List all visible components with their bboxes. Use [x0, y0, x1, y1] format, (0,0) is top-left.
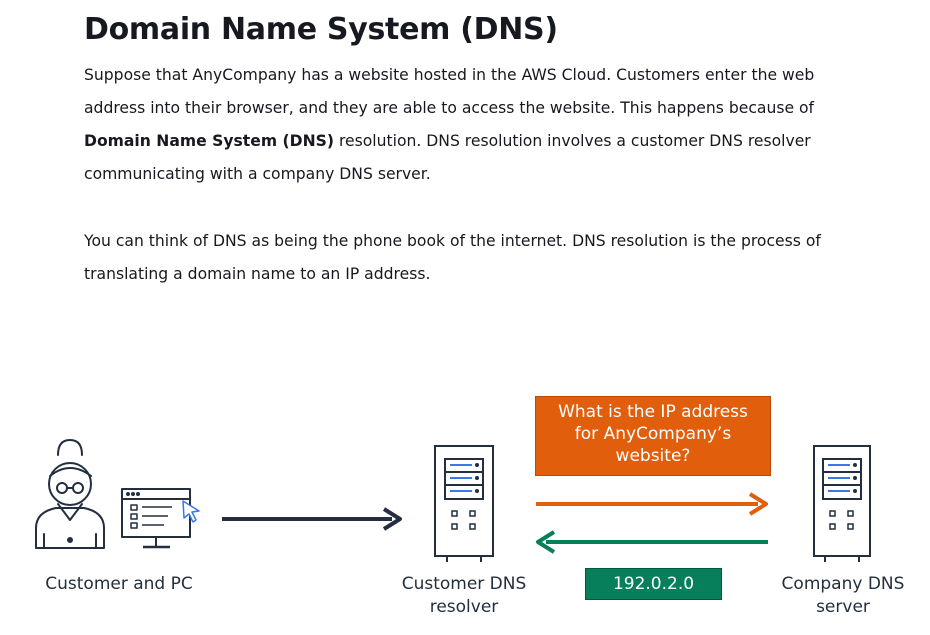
- request-arrow: [536, 492, 768, 516]
- page-title: Domain Name System (DNS): [84, 12, 558, 47]
- customer-to-resolver-arrow: [222, 507, 402, 531]
- ip-answer-box: 192.0.2.0: [585, 568, 722, 600]
- server-label: Company DNS server: [764, 573, 922, 619]
- dns-query-line-3: website?: [615, 446, 691, 466]
- server-label-line-2: server: [816, 597, 870, 617]
- dns-query-line-2: for AnyCompany’s: [574, 424, 732, 444]
- pc-monitor-icon: [121, 488, 191, 549]
- resolver-server-icon: [434, 445, 494, 562]
- company-server-icon: [813, 445, 871, 562]
- dns-bold-term: Domain Name System (DNS): [84, 132, 334, 150]
- phonebook-paragraph: You can think of DNS as being the phone …: [84, 232, 821, 283]
- resolver-label-line-1: Customer DNS: [401, 574, 527, 594]
- mouse-cursor-icon: [182, 500, 200, 523]
- dns-query-box: What is the IP address for AnyCompany’s …: [535, 396, 771, 476]
- resolver-label-line-2: resolver: [429, 597, 499, 617]
- intro-text-end: resolution. DNS resolution involves a cu…: [84, 132, 811, 183]
- server-label-line-1: Company DNS: [781, 574, 905, 594]
- dns-query-line-1: What is the IP address: [558, 402, 748, 422]
- resolver-label: Customer DNS resolver: [384, 573, 544, 619]
- intro-text-start: Suppose that AnyCompany has a website ho…: [84, 66, 815, 117]
- customer-label: Customer and PC: [45, 574, 193, 594]
- response-arrow: [536, 530, 768, 554]
- person-icon: [35, 439, 105, 549]
- intro-paragraph: Suppose that AnyCompany has a website ho…: [84, 59, 844, 191]
